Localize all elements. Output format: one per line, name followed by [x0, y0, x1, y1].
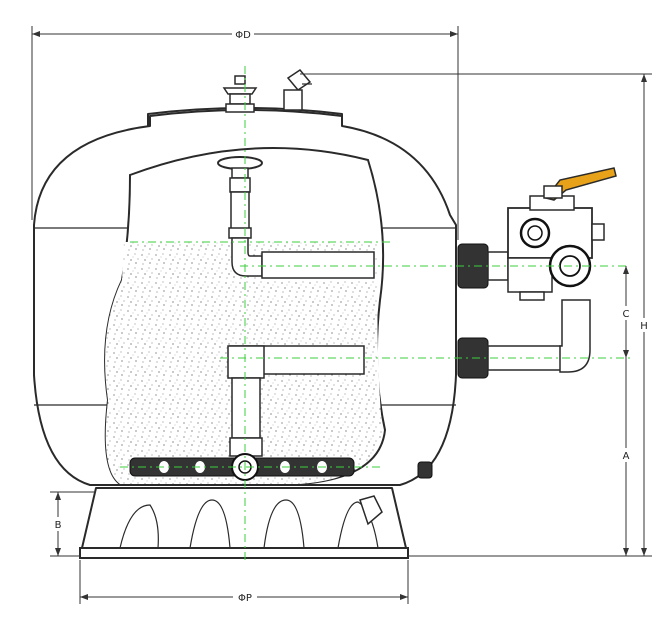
drain-plug: [417, 461, 433, 479]
dimension-d-label: ΦD: [235, 30, 251, 41]
dimension-p: ΦP: [79, 560, 409, 604]
dimension-d: ΦD: [31, 26, 459, 240]
dimension-h: H: [300, 73, 652, 556]
centerlines: [120, 66, 630, 560]
dimension-c-label: C: [623, 309, 630, 320]
dimension-a-label: A: [623, 451, 630, 462]
pressure-gauge-fitting: [283, 69, 312, 111]
dimension-b: B: [50, 491, 96, 557]
bottom-pipe: [457, 299, 591, 379]
dimension-b-label: B: [55, 520, 62, 531]
dimension-a: A: [620, 358, 632, 556]
dimension-h-label: H: [640, 321, 648, 332]
multiport-valve: [457, 195, 605, 301]
dimension-p-label: ΦP: [238, 593, 252, 604]
base-stand: [79, 487, 409, 559]
dimension-c: C: [620, 266, 632, 358]
top-air-valve: [222, 75, 258, 113]
valve-handle: [543, 167, 617, 201]
